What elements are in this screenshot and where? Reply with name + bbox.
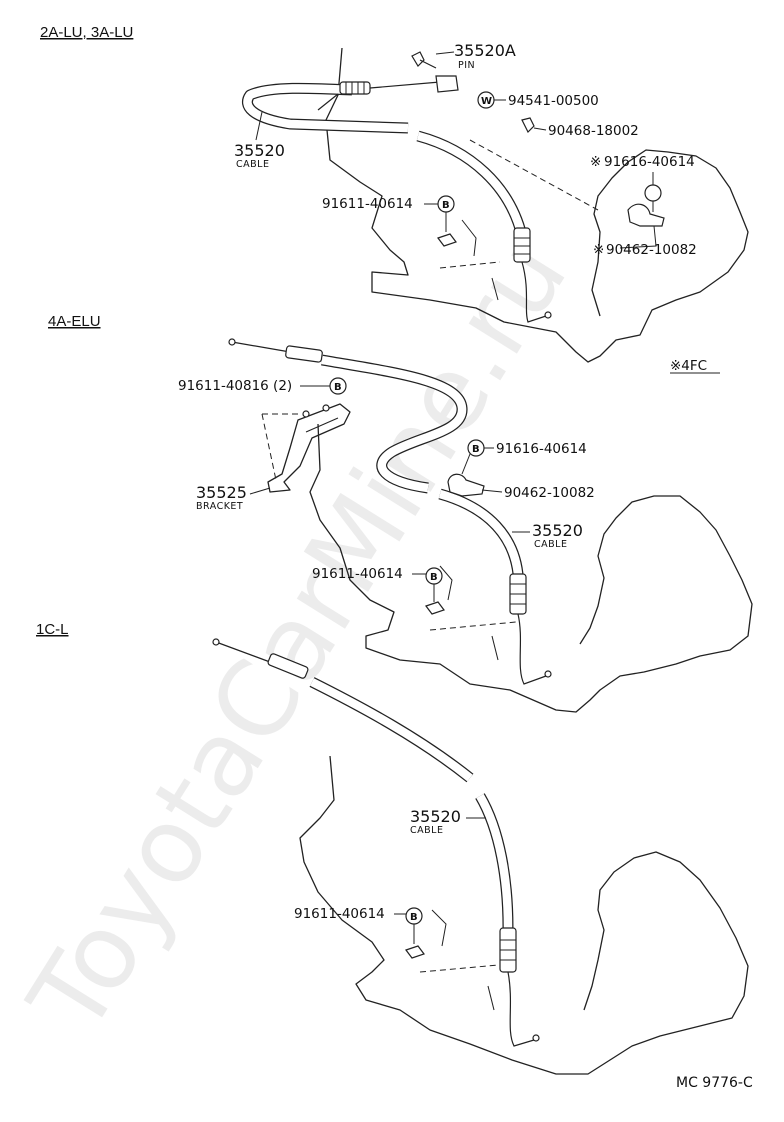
dashed-guide — [261, 413, 277, 481]
housing-detail — [431, 909, 447, 947]
symbol-b: B — [430, 572, 438, 583]
bolt-part — [437, 233, 457, 247]
cable-end-ball — [532, 1034, 540, 1042]
part-number-94541-00500: 94541-00500 — [508, 93, 599, 109]
cable-end-ball — [228, 338, 236, 346]
clamp-part — [447, 473, 485, 497]
part-number-91611-40614: 91611-40614 — [294, 906, 385, 922]
housing-detail — [439, 565, 453, 601]
part-number-35520a: 35520A — [454, 41, 516, 60]
cable-fitting — [285, 345, 323, 363]
transmission-outline-2 — [309, 423, 753, 713]
part-number-35520: 35520 — [410, 807, 461, 826]
bolt-part — [405, 945, 425, 959]
section-title-4a-elu: 4A-ELU — [48, 313, 101, 330]
part-name-cable: CABLE — [410, 825, 443, 836]
bolt-symbol — [644, 184, 662, 202]
section-title-2a-lu-3a-lu: 2A-LU, 3A-LU — [40, 24, 133, 41]
part-name-bracket: BRACKET — [196, 501, 243, 512]
transmission-outline-1 — [325, 47, 749, 363]
dashed-guide — [419, 963, 511, 973]
cable-wire — [317, 93, 339, 111]
bolt-part — [425, 601, 445, 615]
note-4fc: ※4FC — [670, 358, 707, 374]
symbol-b: B — [442, 200, 450, 211]
section-4a-elu: 4A-ELU 91611-40816 (2) B 35525 BRACKET — [48, 313, 753, 713]
part-number-90468-18002: 90468-18002 — [548, 123, 639, 139]
bolt-symbol — [329, 377, 347, 395]
cable-end-ball — [212, 638, 220, 646]
dashed-guide — [429, 621, 517, 631]
symbol-w: W — [481, 96, 492, 107]
cable-fitting — [513, 227, 531, 263]
transmission-outline-3 — [299, 755, 749, 1075]
dashed-guide — [469, 139, 599, 211]
pin-part — [411, 51, 437, 69]
bracket-35525 — [267, 403, 351, 493]
cable-end-ball — [544, 311, 552, 319]
part-number-35525: 35525 — [196, 483, 247, 502]
section-1c-l: 1C-L 35520 CABLE 91611-40614 B — [36, 621, 749, 1075]
cable-fitting — [339, 81, 371, 95]
cable-fitting — [267, 653, 309, 679]
note-mark: ※ — [590, 154, 601, 170]
part-number-91611-40614: 91611-40614 — [322, 196, 413, 212]
cable-end-ball — [544, 670, 552, 678]
cable-end-clevis — [435, 75, 459, 93]
cable-wire — [215, 641, 271, 663]
part-number-91611-40816: 91611-40816 (2) — [178, 378, 292, 394]
housing-detail — [491, 277, 499, 301]
part-name-pin: PIN — [458, 60, 475, 71]
section-title-1c-l: 1C-L — [36, 621, 69, 638]
part-number-35520: 35520 — [234, 141, 285, 160]
symbol-b: B — [334, 382, 342, 393]
housing-detail — [461, 219, 477, 257]
symbol-b: B — [410, 912, 418, 923]
clamp-part — [627, 203, 665, 227]
note-mark: ※ — [593, 242, 604, 258]
part-number-91616-40614: 91616-40614 — [496, 441, 587, 457]
section-2a-lu-3a-lu: 2A-LU, 3A-LU 35520A PIN W 94541-00500 — [40, 24, 749, 374]
part-name-cable: CABLE — [236, 159, 269, 170]
part-number-90462-10082: 90462-10082 — [606, 242, 697, 258]
cable-wire — [231, 341, 291, 353]
part-number-35520: 35520 — [532, 521, 583, 540]
part-number-90462-10082: 90462-10082 — [504, 485, 595, 501]
symbol-b: B — [472, 444, 480, 455]
part-number-91616-40614: 91616-40614 — [604, 154, 695, 170]
dashed-guide — [439, 261, 501, 269]
part-name-cable: CABLE — [534, 539, 567, 550]
reference-code: MC 9776-C — [676, 1075, 753, 1091]
part-number-91611-40614: 91611-40614 — [312, 566, 403, 582]
clip-part — [521, 117, 535, 134]
